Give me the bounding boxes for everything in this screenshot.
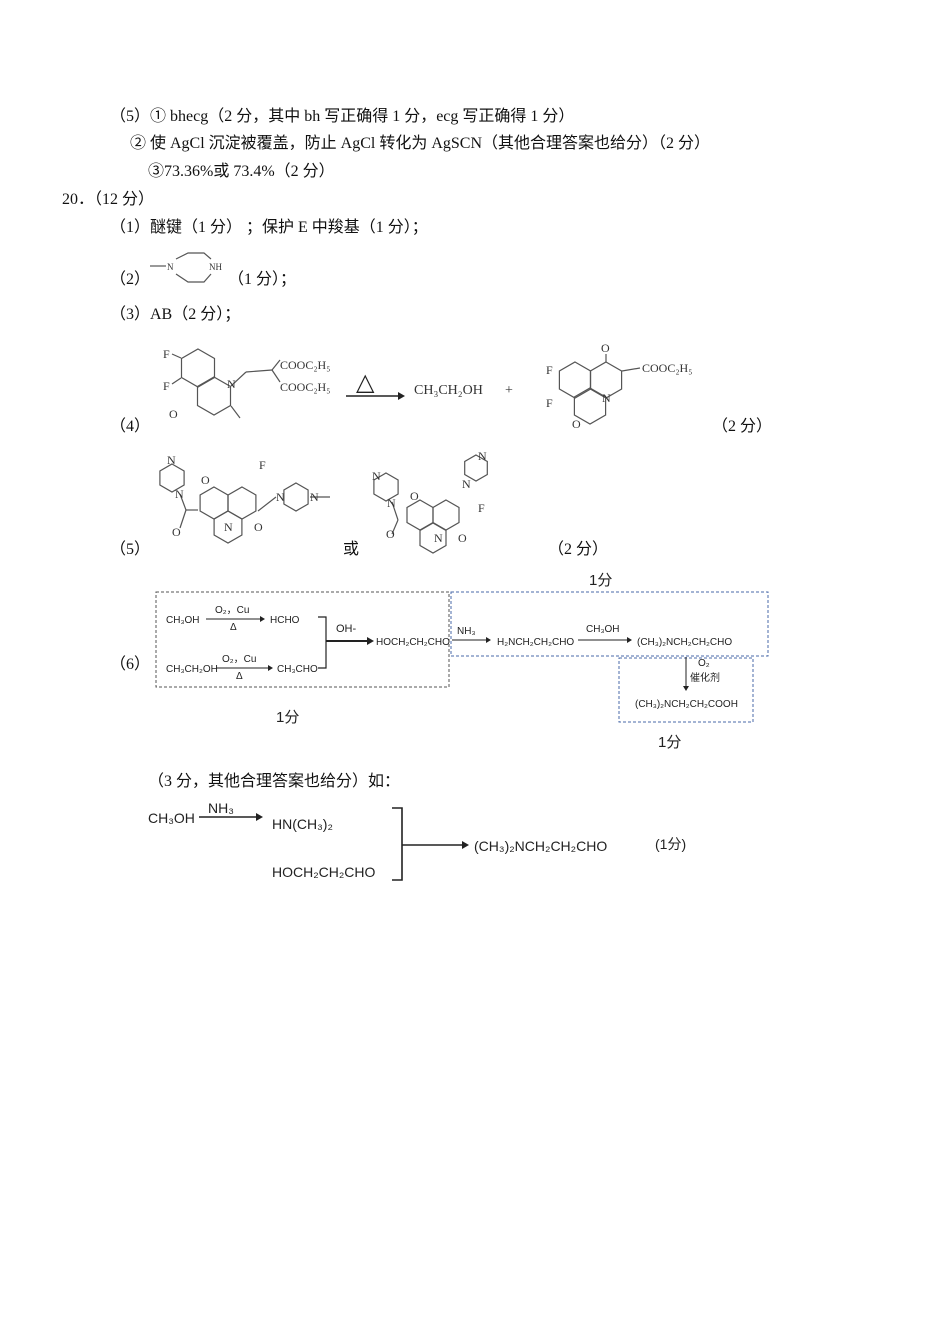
condition-label: 催化剂 bbox=[690, 671, 720, 684]
atom-label: O bbox=[254, 520, 263, 534]
atom-label: N bbox=[167, 262, 174, 272]
condition-label: Δ bbox=[236, 671, 243, 682]
atom-label: N bbox=[310, 490, 319, 504]
atom-label: O bbox=[572, 417, 581, 431]
atom-label: N bbox=[167, 453, 176, 467]
q20-part2-label: （2） bbox=[110, 271, 151, 288]
ring-bond bbox=[199, 486, 229, 520]
atom-label: F bbox=[546, 396, 553, 410]
answer5-structure-b: N N O O F N O N N bbox=[372, 449, 488, 554]
atom-label: F bbox=[163, 379, 170, 393]
atom-label: F bbox=[546, 363, 553, 377]
atom-label: O bbox=[458, 531, 467, 545]
ethanol-byproduct: CH₃CH₂OH bbox=[414, 383, 483, 398]
ester-label: COOC₂H₅ bbox=[642, 361, 692, 375]
atom-label: O bbox=[386, 527, 395, 541]
condition-label: OH- bbox=[336, 623, 357, 635]
ester-label: COOC₂H₅ bbox=[280, 380, 330, 394]
alternative-route-diagram: CH₃OH NH₃ HN(CH₃)₂ HOCH₂CH₂CHO (CH₃)₂NCH… bbox=[148, 800, 686, 881]
heat-condition-icon: △ bbox=[356, 370, 375, 396]
atom-label: O bbox=[169, 407, 178, 421]
q20-header: 20．（12 分） bbox=[62, 191, 155, 208]
compound-label: (CH₃)₂NCH₂CH₂CHO bbox=[474, 838, 607, 854]
ring-bond bbox=[159, 463, 185, 493]
points-label: 1分 bbox=[658, 734, 681, 751]
atom-label: F bbox=[259, 458, 266, 472]
atom-label: N bbox=[478, 449, 487, 463]
atom-label: N bbox=[175, 487, 184, 501]
compound-label: HN(CH₃)₂ bbox=[272, 816, 333, 832]
ring-bond bbox=[373, 472, 399, 502]
atom-label: F bbox=[478, 501, 485, 515]
compound-label: H₂NCH₂CH₂CHO bbox=[497, 637, 574, 648]
atom-label: NH bbox=[209, 262, 222, 272]
atom-label: N bbox=[227, 377, 236, 391]
atom-label: O bbox=[201, 473, 210, 487]
q20-part6-label: （6） bbox=[110, 656, 151, 673]
atom-label: N bbox=[387, 496, 396, 510]
q20-part3: （3）AB（2 分）； bbox=[110, 306, 241, 323]
compound-label: CH₃CHO bbox=[277, 664, 318, 675]
compound-label: CH₃OH bbox=[166, 615, 200, 626]
q20-part1: （1）醚键（1 分） ；保护 E 中羧基（1 分）； bbox=[110, 219, 428, 236]
condition-label: NH₃ bbox=[208, 800, 234, 816]
compound-label: HOCH₂CH₂CHO bbox=[272, 864, 376, 880]
condition-label: NH₃ bbox=[457, 626, 476, 637]
ring-bond bbox=[227, 486, 257, 520]
ring-bond bbox=[213, 510, 243, 544]
ring-bond bbox=[180, 348, 216, 388]
atom-label: N bbox=[462, 477, 471, 491]
ring-bond bbox=[464, 454, 488, 482]
q20-part4-points: （2 分） bbox=[712, 418, 773, 435]
atom-label: N bbox=[602, 391, 611, 405]
q20-part2-points: （1 分）； bbox=[228, 271, 297, 288]
atom-label: N bbox=[372, 469, 381, 483]
compound-label: CH₃OH bbox=[148, 810, 195, 826]
condition-label: O₂ bbox=[698, 658, 710, 669]
atom-label: O bbox=[601, 341, 610, 355]
product-structure: O COOC₂H₅ F F N O bbox=[546, 341, 692, 431]
compound-label: (CH₃)₂NCH₂CH₂CHO bbox=[637, 637, 732, 648]
atom-label: N bbox=[276, 490, 285, 504]
atom-label: O bbox=[410, 489, 419, 503]
atom-label: N bbox=[224, 520, 233, 534]
points-label: 1分 bbox=[589, 572, 612, 589]
methylpiperazine-structure: N NH bbox=[150, 252, 222, 283]
ring-bond bbox=[283, 482, 309, 512]
plus-sign: + bbox=[505, 383, 513, 398]
compound-label: CH₃CH₂OH bbox=[166, 664, 218, 675]
condition-label: O₂，Cu bbox=[222, 654, 256, 665]
arrow-head bbox=[398, 392, 405, 400]
dashed-box-step1 bbox=[155, 591, 450, 688]
atom-label: N bbox=[434, 531, 443, 545]
ring-bond bbox=[196, 376, 232, 416]
points-label: (1分) bbox=[655, 836, 686, 852]
q19-part5-answer3: ③73.36%或 73.4%（2 分） bbox=[148, 163, 335, 180]
q20-part5-label: （5） bbox=[110, 541, 151, 558]
q19-part5-answer2: ② 使 AgCl 沉淀被覆盖，防止 AgCl 转化为 AgSCN（其他合理答案也… bbox=[130, 135, 711, 152]
synthesis-route-diagram: 1分 1分 1分 CH₃OH O₂，Cu Δ HCHO CH₃CH₂OH O₂，… bbox=[155, 572, 769, 751]
ring-bond bbox=[419, 522, 447, 554]
q20-part5-points: （2 分） bbox=[548, 541, 609, 558]
atom-label: O bbox=[172, 525, 181, 539]
ring-bond bbox=[558, 361, 592, 399]
reactant-structure: F F O N COOC₂H₅ COOC₂H₅ bbox=[163, 347, 330, 421]
condition-label: CH₃OH bbox=[586, 624, 620, 635]
compound-label: HOCH₂CH₂CHO bbox=[376, 637, 450, 648]
atom-label: F bbox=[163, 347, 170, 361]
q20-part5-or: 或 bbox=[343, 541, 360, 558]
answer5-structure-a: N N O O F N O N N bbox=[159, 453, 330, 544]
compound-label: (CH₃)₂NCH₂CH₂COOH bbox=[635, 699, 738, 710]
ring-bond bbox=[573, 387, 607, 425]
ester-label: COOC₂H₅ bbox=[280, 358, 330, 372]
compound-label: HCHO bbox=[270, 615, 300, 626]
points-label: 1分 bbox=[276, 709, 299, 726]
q19-part5-answer1: （5）① bhecg（2 分，其中 bh 写正确得 1 分，ecg 写正确得 1… bbox=[110, 108, 575, 125]
condition-label: Δ bbox=[230, 622, 237, 633]
condition-label: O₂，Cu bbox=[215, 605, 249, 616]
q20-part4-label: （4） bbox=[110, 418, 151, 435]
dashed-box-step2 bbox=[450, 591, 769, 657]
q20-part6-note: （3 分，其他合理答案也给分）如： bbox=[148, 773, 401, 790]
